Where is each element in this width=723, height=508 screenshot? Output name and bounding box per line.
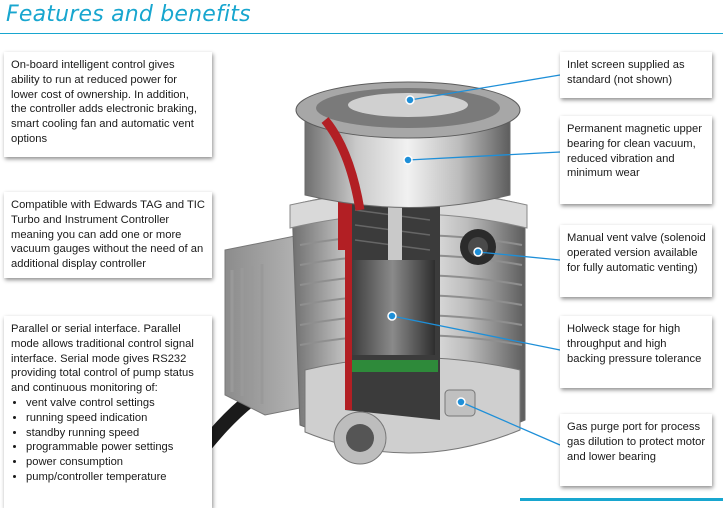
title-divider [0,33,723,34]
callout-gas-purge: Gas purge port for process gas dilution … [560,414,712,486]
callout-intelligent-control-text: On-board intelligent control gives abili… [11,59,197,145]
callout-vent-valve-text: Manual vent valve (solenoid operated ver… [567,232,706,274]
callout-magnetic-bearing-text: Permanent magnetic upper bearing for cle… [567,123,702,180]
monitoring-list: vent valve control settings running spee… [11,396,206,485]
leader-lines [387,74,561,446]
callout-inlet-screen-text: Inlet screen supplied as standard (not s… [567,59,685,86]
callout-controller-compatibility: Compatible with Edwards TAG and TIC Turb… [4,192,212,278]
callout-interface-text: Parallel or serial interface. Parallel m… [11,323,194,395]
callout-holweck-stage-text: Holweck stage for high throughput and hi… [567,323,702,365]
list-item: vent valve control settings [26,396,206,411]
callout-interface: Parallel or serial interface. Parallel m… [4,316,212,508]
list-item: running speed indication [26,411,206,426]
inlet-flange [295,81,521,211]
callout-gas-purge-text: Gas purge port for process gas dilution … [567,421,706,463]
callout-holweck-stage: Holweck stage for high throughput and hi… [560,316,712,388]
callout-controller-compatibility-text: Compatible with Edwards TAG and TIC Turb… [11,199,205,271]
callout-intelligent-control: On-board intelligent control gives abili… [4,52,212,157]
list-item: programmable power settings [26,440,206,455]
list-item: power consumption [26,455,206,470]
outlet-port [333,411,387,465]
list-item: pump/controller temperature [26,470,206,485]
callout-magnetic-bearing: Permanent magnetic upper bearing for cle… [560,116,712,204]
bottom-accent-bar [520,498,723,501]
callout-inlet-screen: Inlet screen supplied as standard (not s… [560,52,712,98]
callout-vent-valve: Manual vent valve (solenoid operated ver… [560,225,712,297]
page-title: Features and benefits [6,2,251,27]
list-item: standby running speed [26,426,206,441]
